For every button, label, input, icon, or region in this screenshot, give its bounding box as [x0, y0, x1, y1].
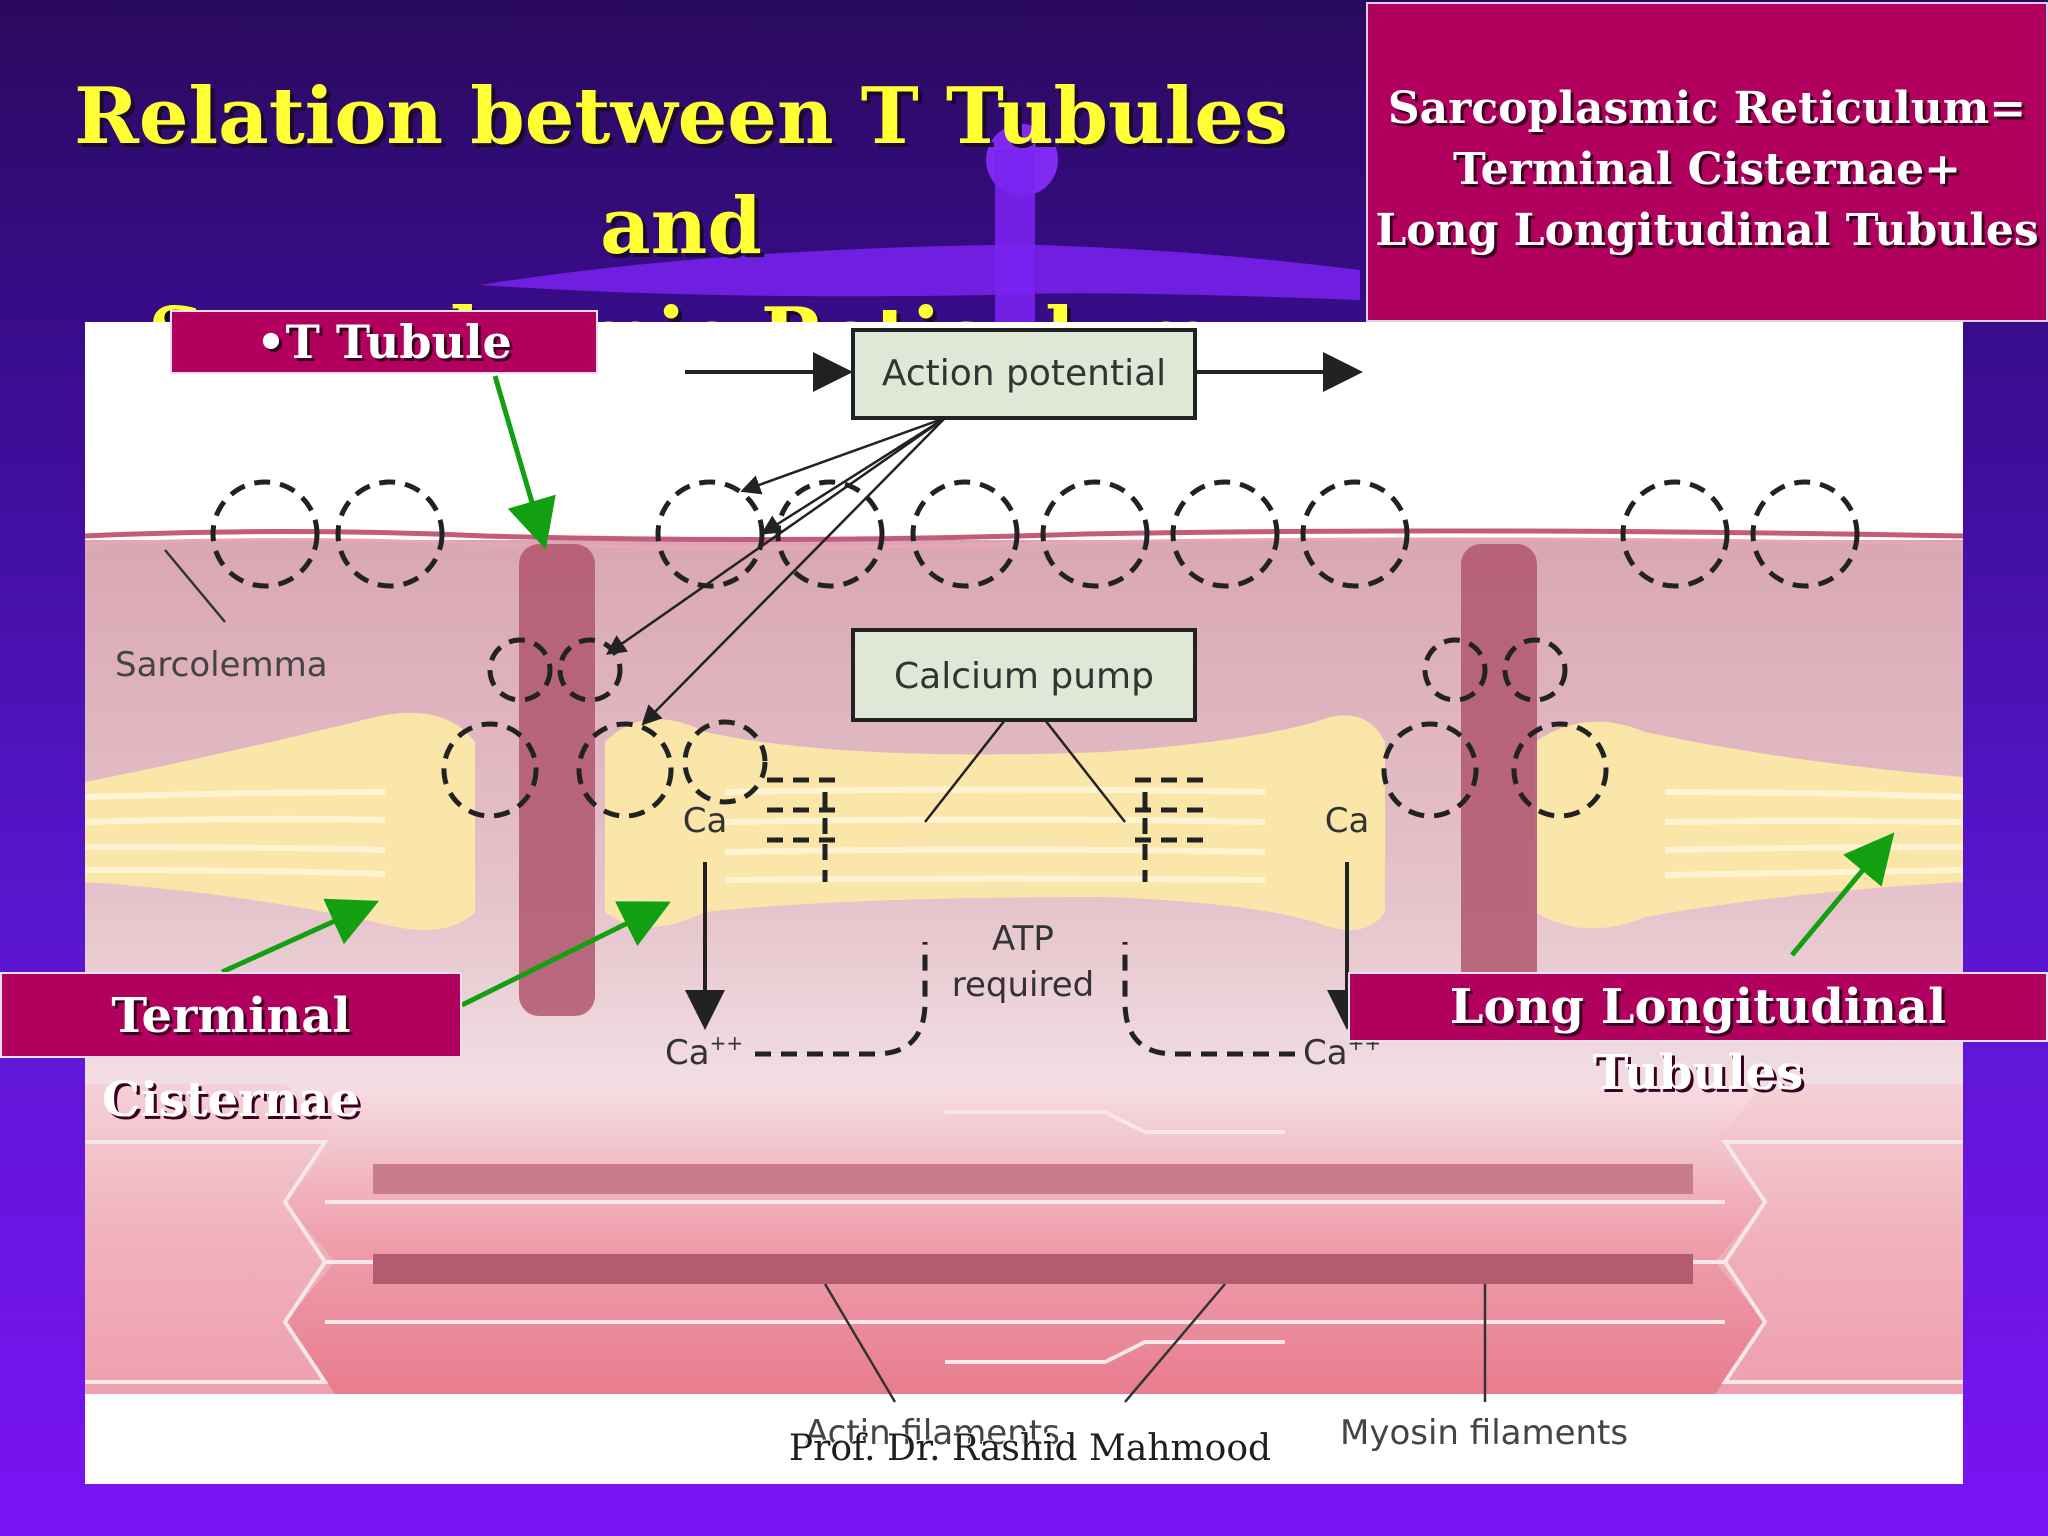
t-tubule-callout: •T Tubule: [170, 310, 598, 374]
diagram-svg: Action potential Calcium pump: [84, 328, 1964, 1453]
action-potential-box: [851, 328, 1197, 420]
calcium-pump-label: Calcium pump: [894, 656, 1154, 697]
myosin-filament-lower: [373, 1254, 1693, 1284]
action-potential-label: Action potential: [882, 353, 1166, 394]
muscle-fiber-figure: Action potential Calcium pump: [84, 322, 1964, 1484]
long-longitudinal-tubules-callout: Long Longitudinal Tubules: [1348, 972, 2048, 1101]
ca-plus-left-label: Ca: [665, 1033, 710, 1073]
t-tubule-right: [1461, 544, 1537, 1016]
definition-box: Sarcoplasmic Reticulum= Terminal Cistern…: [1366, 2, 2048, 322]
sarcolemma-membrane: [84, 528, 1964, 543]
author-footer: Prof. Dr. Rashid Mahmood: [788, 1428, 1272, 1469]
current-loops: [210, 479, 1860, 819]
myosin-filament-upper: [373, 1164, 1693, 1194]
atp-line-1: ATP: [992, 919, 1054, 959]
actin-filaments-label: Actin filaments: [805, 1413, 1060, 1453]
ca-left-label: Ca: [683, 801, 728, 841]
t-tubule-left: [519, 544, 595, 1016]
calcium-pump-box: [851, 628, 1197, 722]
ca-plus-left-superscript: ++: [710, 1031, 744, 1055]
svg-text:Ca++: Ca++: [665, 1031, 743, 1073]
sarcolemma-label: Sarcolemma: [115, 645, 328, 685]
terminal-cisternae-callout: Terminal Cisternae: [0, 972, 462, 1128]
title-line-1: Relation between T Tubules and: [74, 71, 1288, 272]
background-decoration: [480, 124, 1360, 330]
ca-right-label: Ca: [1325, 801, 1370, 841]
definition-line-3: Long Longitudinal Tubules: [1375, 205, 2039, 256]
definition-line-1: Sarcoplasmic Reticulum=: [1387, 83, 2027, 134]
atp-line-2: required: [952, 965, 1094, 1005]
ca-plus-right-label: Ca: [1303, 1033, 1348, 1073]
definition-line-2: Terminal Cisternae+: [1452, 144, 1962, 195]
pump-arrows: [765, 777, 1205, 882]
myosin-filaments-label: Myosin filaments: [1340, 1413, 1628, 1453]
myofibril: [85, 1084, 1963, 1394]
